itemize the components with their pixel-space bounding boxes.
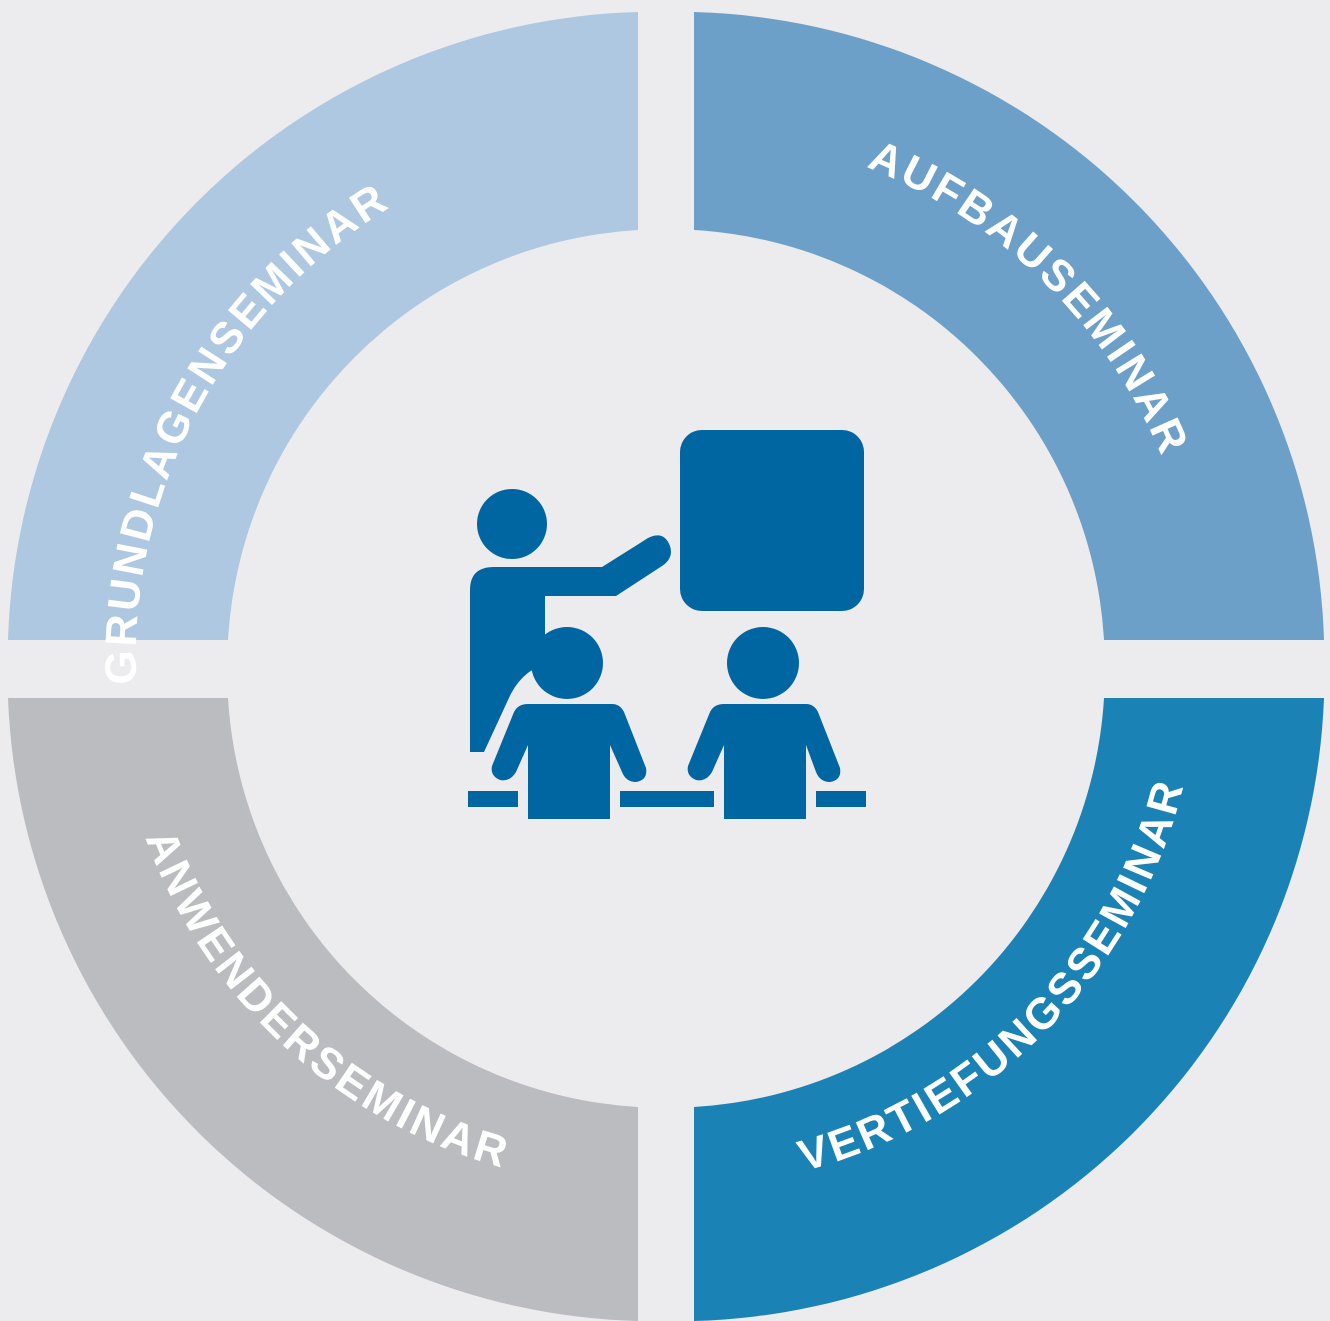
presentation-teacher-students-icon: [468, 430, 866, 819]
segment-aufbauseminar: [694, 12, 1324, 640]
segment-anwenderseminar: [8, 698, 638, 1321]
segment-vertiefungsseminar: [694, 698, 1324, 1321]
segment-grundlagenseminar: [8, 12, 638, 640]
